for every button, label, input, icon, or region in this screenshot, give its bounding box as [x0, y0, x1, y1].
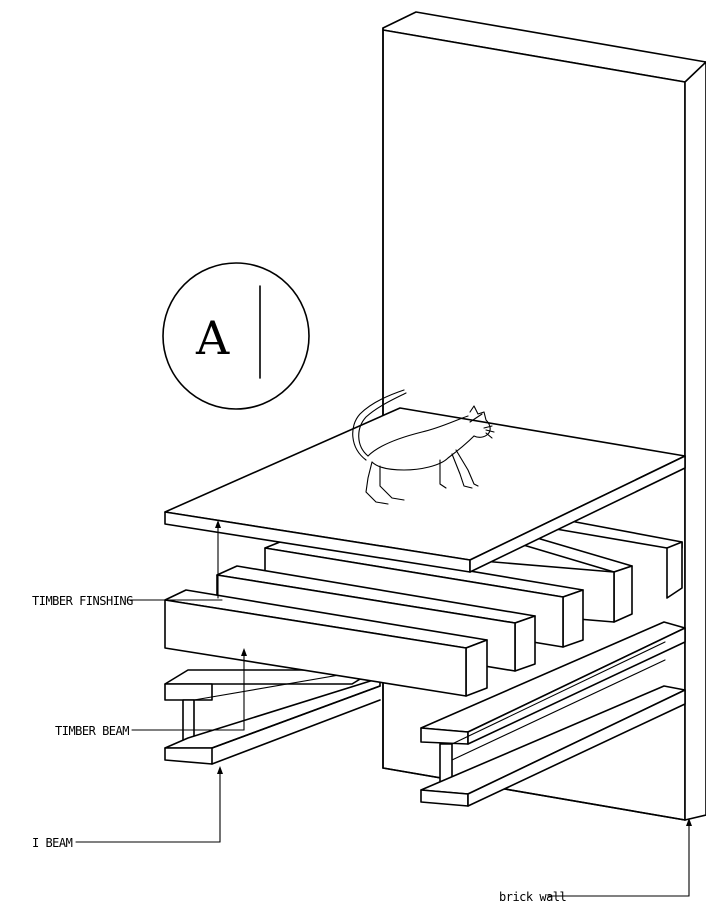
section-marker-letter: A [195, 311, 230, 365]
timber-finishing-label: TIMBER FINSHING [32, 594, 133, 608]
timber-floor-slab [164, 407, 686, 573]
i-beam-label: I BEAM [32, 836, 73, 850]
brick-wall-arrow [686, 818, 692, 826]
cat-back-leg-2 [379, 465, 405, 501]
brick-wall-side-face [684, 61, 706, 821]
i-beam-bottom-edge [211, 699, 381, 765]
i-beam-top-flange-side [467, 627, 686, 745]
brick-wall-bottom-edge [382, 767, 686, 821]
cat-ear-line [469, 413, 483, 423]
annotations [75, 520, 692, 897]
section-marker-circle [162, 262, 310, 410]
timber-floor-side-edge [469, 455, 686, 573]
i-beam-bottom-flange-end [164, 747, 213, 765]
timber-finishing-arrow [215, 520, 221, 528]
i-beam-web-edge-1 [451, 641, 666, 745]
section-marker: A [162, 262, 310, 410]
cat-head [469, 405, 491, 438]
i-beam-web-edge-2 [451, 659, 666, 761]
timber-beam-end [613, 565, 633, 623]
cat-back-leg-1 [365, 461, 389, 505]
cat-belly [371, 435, 475, 471]
timber-beam-end [562, 589, 584, 648]
timber-beam-end [465, 639, 488, 697]
i-beam-bottom-flange-side [467, 689, 686, 807]
i-beam-top-flange-end [164, 683, 213, 701]
timber-beam-end [666, 541, 683, 599]
cat-back [367, 415, 469, 457]
i-beam-right [420, 621, 686, 807]
cat-tail [352, 389, 405, 461]
timber-beam-end [514, 615, 536, 672]
i-beam-arrow [217, 766, 223, 774]
cat-whiskers [483, 425, 495, 439]
timber-beam-front-main [164, 589, 488, 697]
timber-beam-arrow [241, 648, 247, 656]
cat-front-leg-1 [439, 459, 447, 489]
labels: TIMBER FINSHING TIMBER BEAM I BEAM brick… [32, 594, 567, 904]
cat-tail-inner [358, 392, 407, 457]
timber-beam-label: TIMBER BEAM [55, 724, 129, 738]
timber-beam-front [164, 599, 467, 697]
cat-front-leg-3 [455, 449, 479, 487]
cat-front-leg-2 [451, 453, 473, 489]
brick-wall-label: brick wall [499, 890, 567, 904]
i-beam-left [164, 667, 381, 765]
cat-figure [352, 389, 495, 505]
i-beam-bottom-flange-edge [211, 685, 381, 749]
